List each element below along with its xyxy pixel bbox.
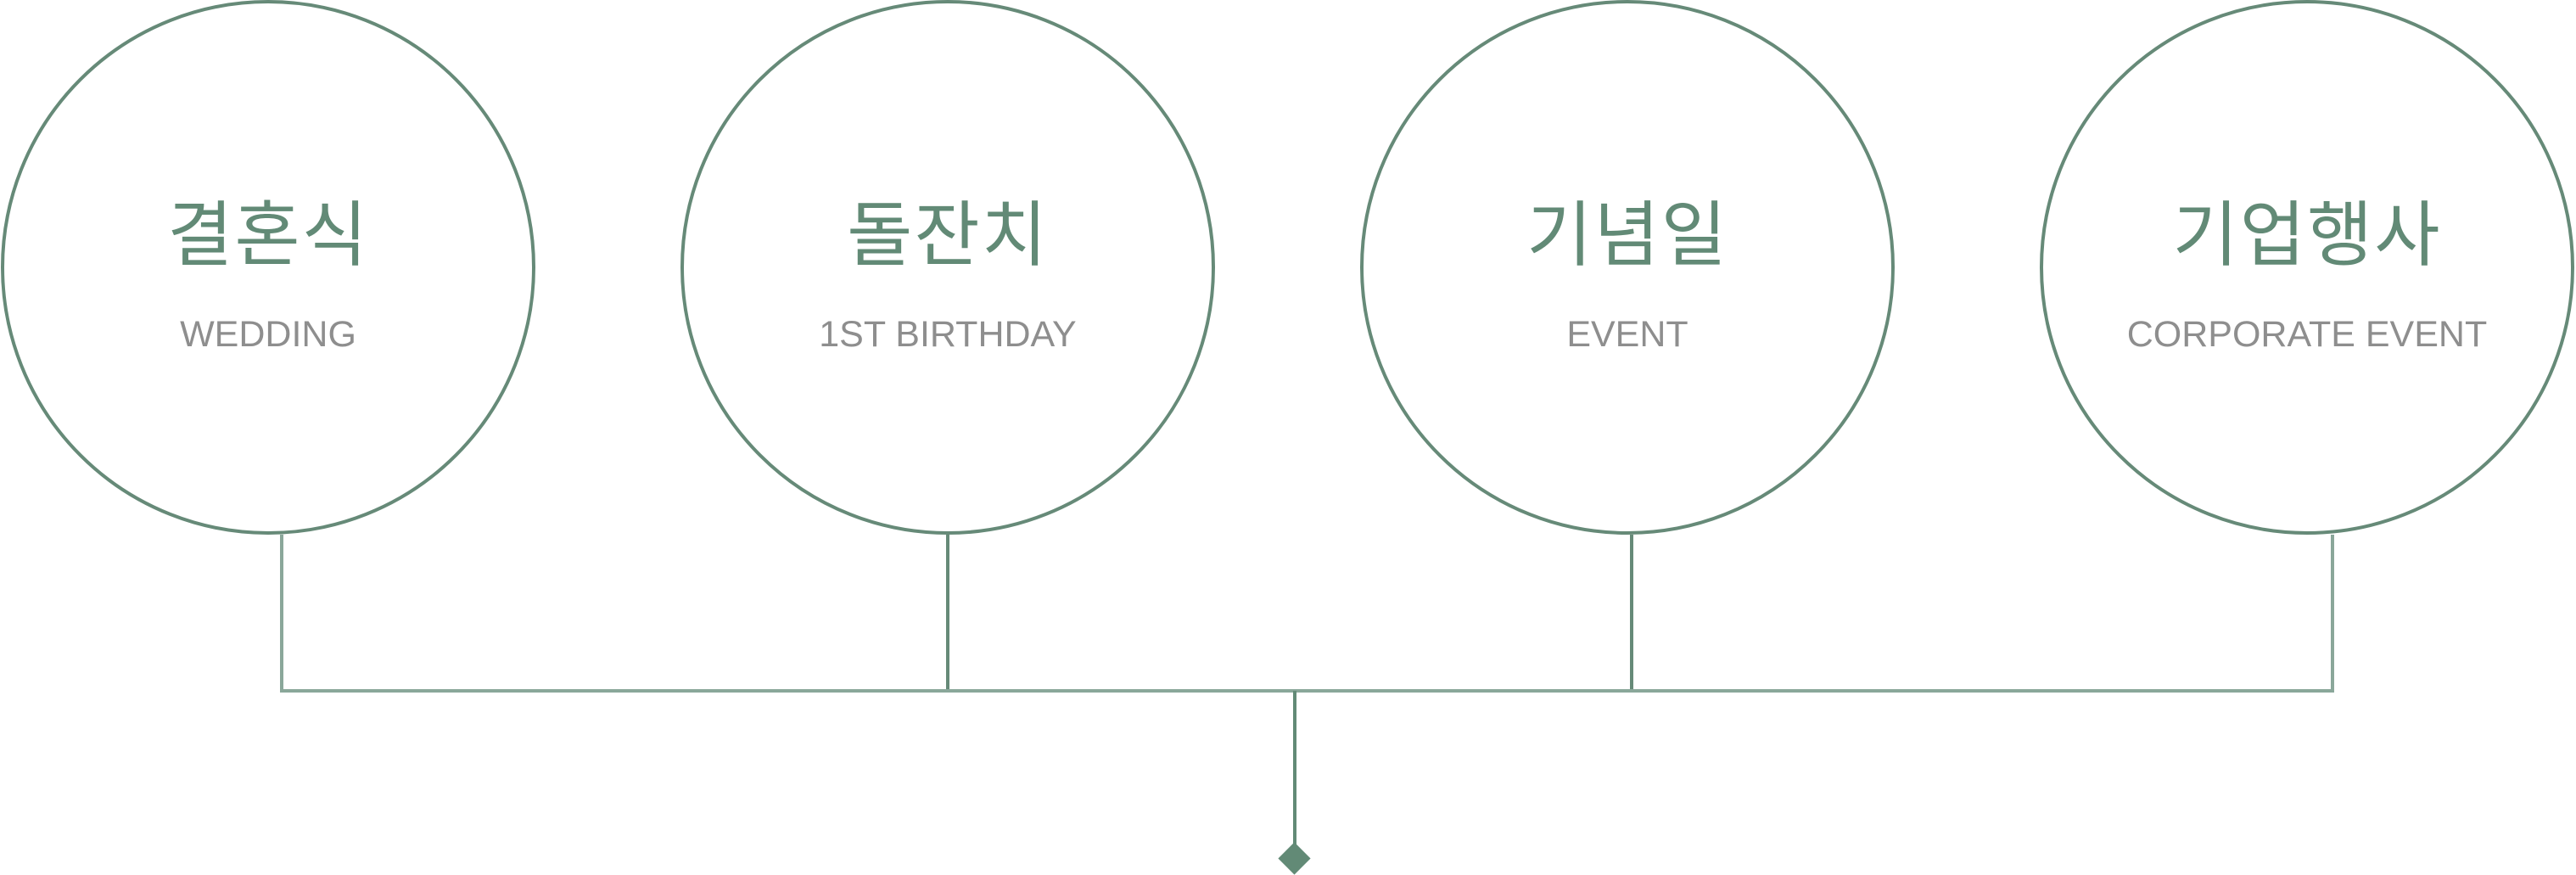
connector-drop-wedding — [280, 535, 283, 693]
node-title-ko: 기업행사 — [2172, 194, 2442, 277]
node-event[interactable]: 기념일 EVENT — [1360, 0, 1895, 535]
connector-drop-event — [1630, 535, 1633, 693]
node-first-birthday[interactable]: 돌잔치 1ST BIRTHDAY — [680, 0, 1215, 535]
connector-root-stem — [1293, 691, 1296, 848]
node-title-ko: 결혼식 — [167, 194, 369, 277]
node-title-en: 1ST BIRTHDAY — [819, 314, 1077, 355]
connector-drop-first-birthday — [946, 535, 949, 693]
node-title-ko: 돌잔치 — [847, 194, 1049, 277]
node-corporate-event[interactable]: 기업행사 CORPORATE EVENT — [2040, 0, 2574, 535]
node-title-en: CORPORATE EVENT — [2126, 314, 2488, 355]
node-wedding[interactable]: 결혼식 WEDDING — [1, 0, 535, 535]
connector-drop-corporate-event — [2331, 535, 2334, 693]
node-title-en: EVENT — [1566, 314, 1688, 355]
node-title-ko: 기념일 — [1526, 194, 1728, 277]
node-title-en: WEDDING — [180, 314, 356, 355]
connector-bus — [280, 689, 2334, 693]
root-diamond-icon — [1278, 842, 1311, 875]
